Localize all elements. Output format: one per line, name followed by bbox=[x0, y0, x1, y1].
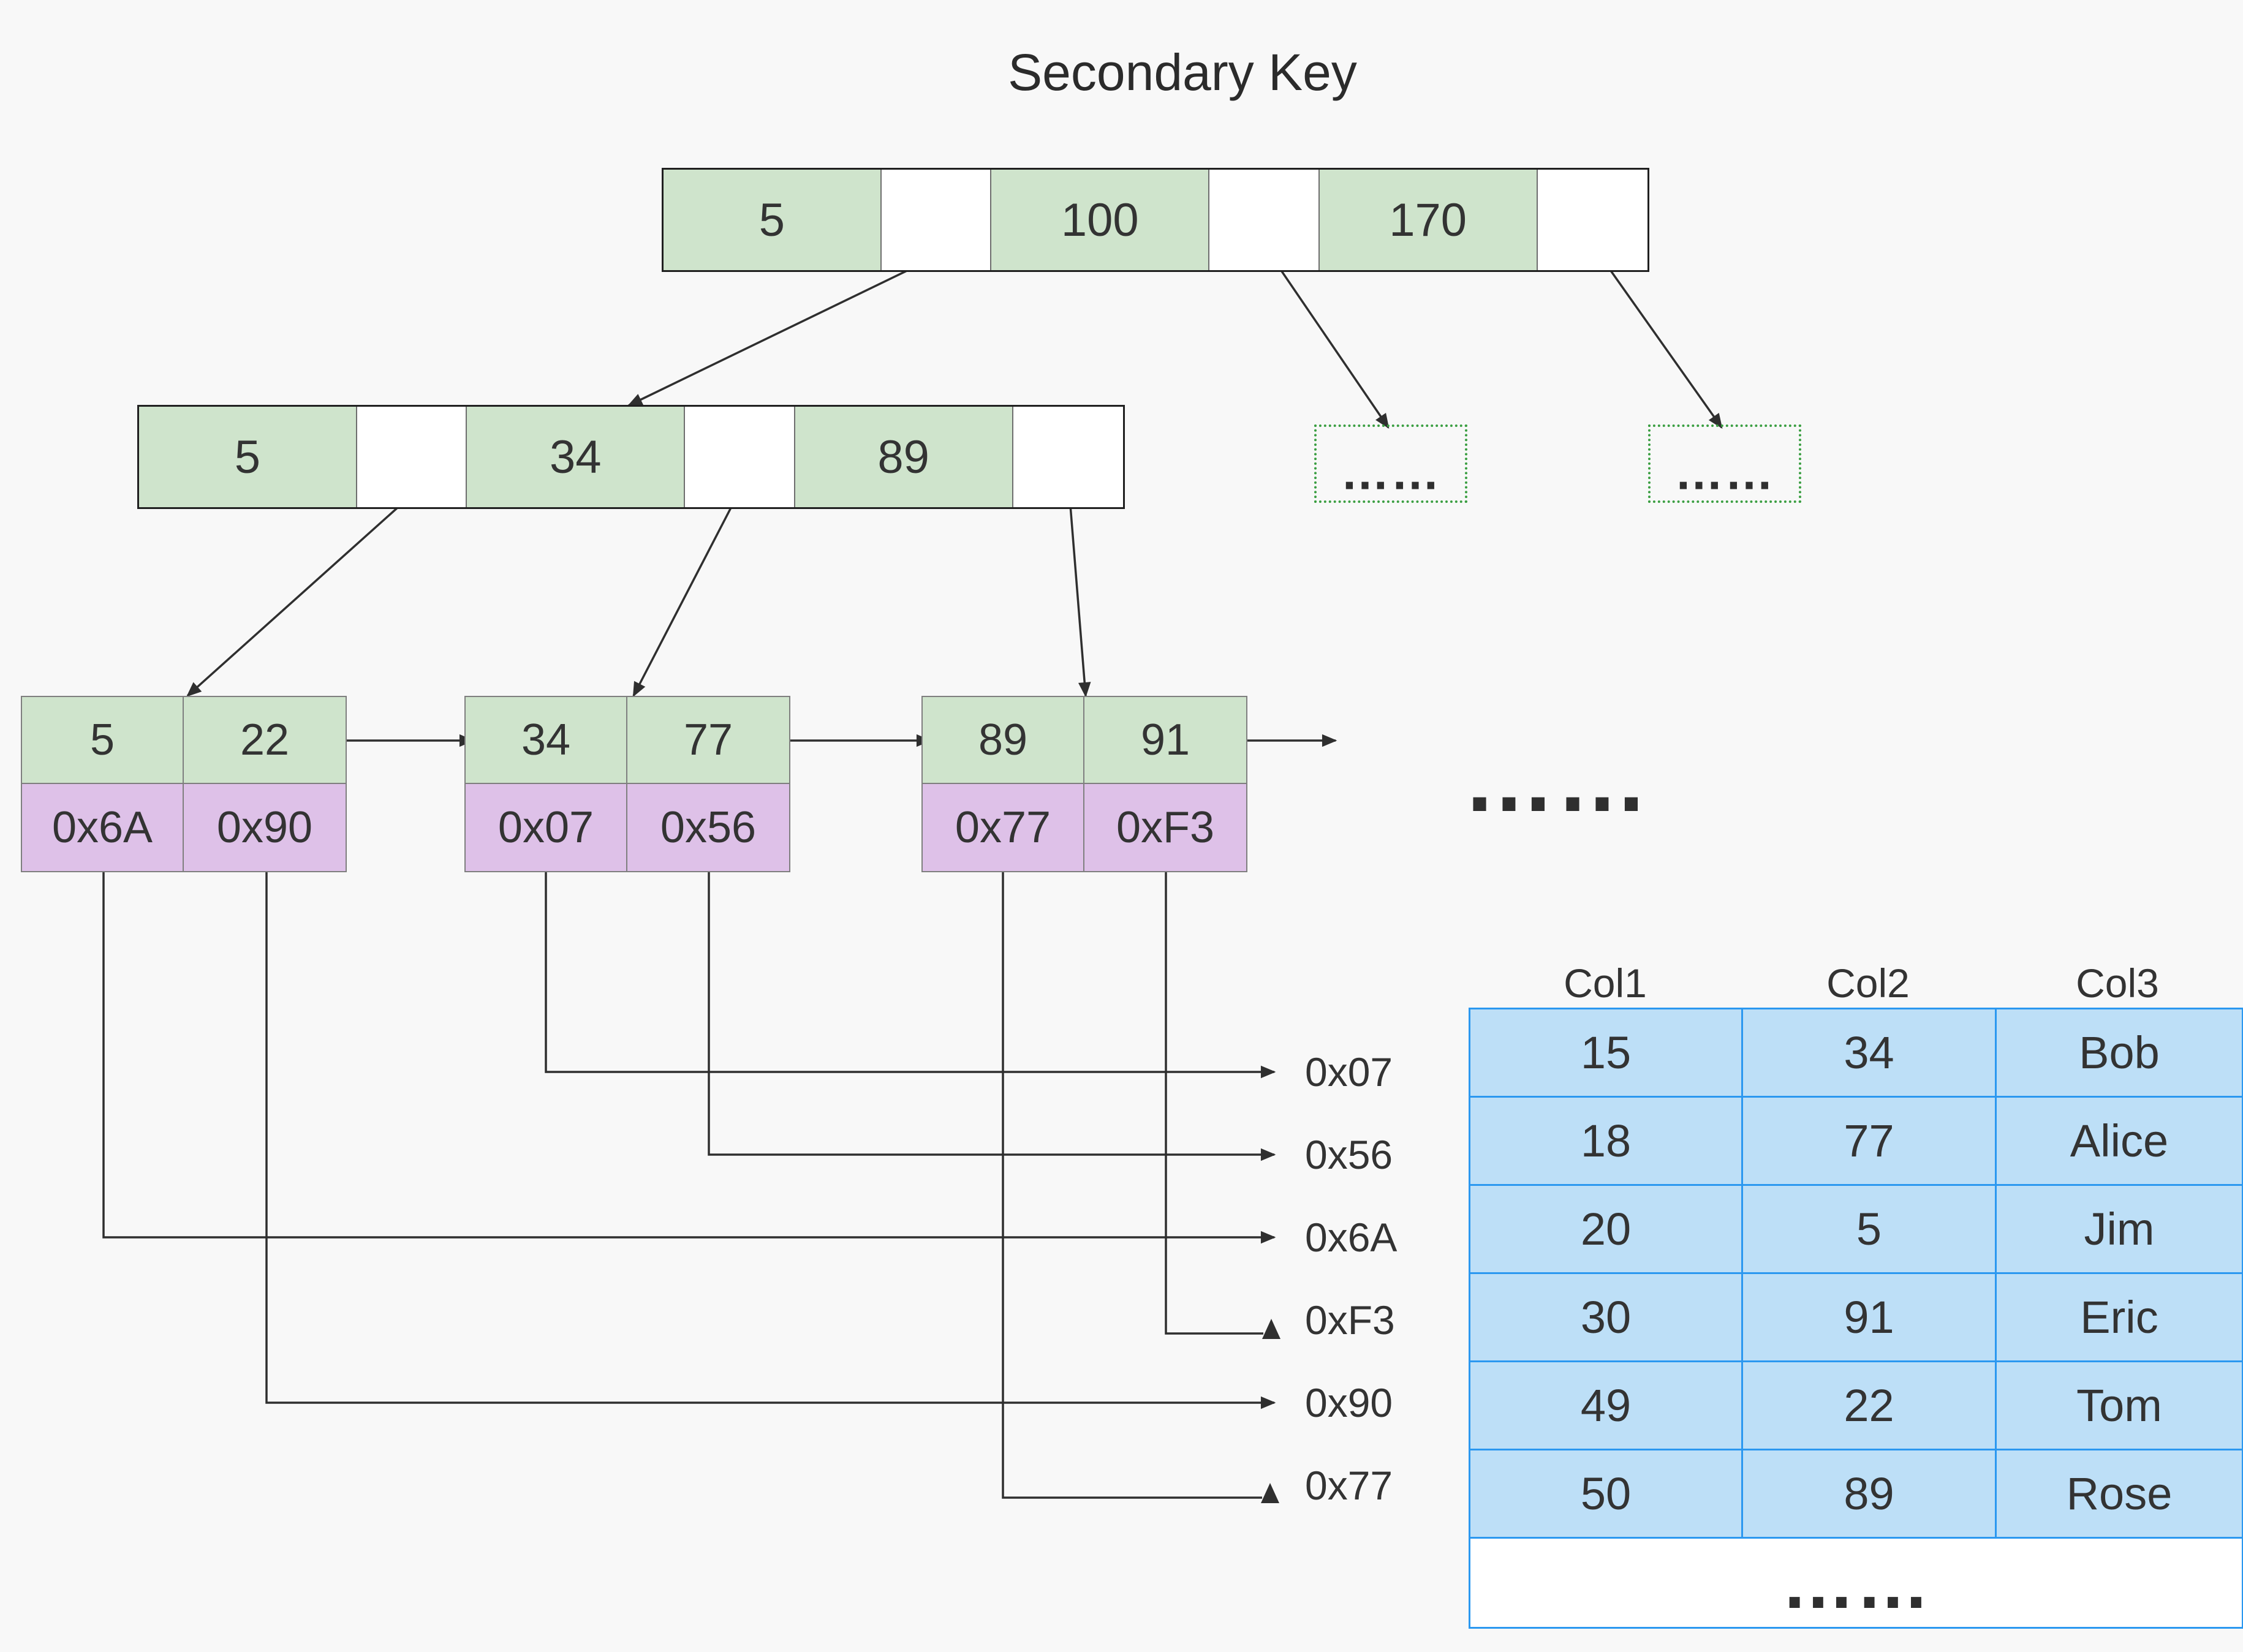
table-header-col3: Col3 bbox=[2076, 960, 2159, 1006]
ellipsis-text: …… bbox=[1674, 445, 1775, 500]
leaf3-key-1: 89 bbox=[923, 697, 1084, 784]
pointer-label-0x90: 0x90 bbox=[1305, 1380, 1393, 1425]
table-header-col2: Col2 bbox=[1826, 960, 1910, 1006]
table-ellipsis-row: …… bbox=[1470, 1539, 2242, 1627]
leaf1-pointer-2: 0x90 bbox=[184, 784, 346, 871]
leaf3-pointer-2: 0xF3 bbox=[1084, 784, 1246, 871]
table-cell: Eric bbox=[1997, 1274, 2242, 1362]
level2-key-1: 5 bbox=[139, 407, 357, 507]
leaf2-key-2: 77 bbox=[627, 697, 789, 784]
level2-key-3: 89 bbox=[795, 407, 1013, 507]
leaf1-key-2: 22 bbox=[184, 697, 346, 784]
table-cell: Tom bbox=[1997, 1362, 2242, 1450]
arrow-level2-to-leaf2 bbox=[632, 489, 741, 698]
elbow-0x07 bbox=[545, 856, 1276, 1079]
pointer-label-0xF3: 0xF3 bbox=[1305, 1297, 1395, 1343]
data-table: 15 34 Bob 18 77 Alice 20 5 Jim 30 91 Eri… bbox=[1469, 1008, 2243, 1629]
table-header-col1: Col1 bbox=[1564, 960, 1647, 1006]
level2-node: 5 34 89 bbox=[137, 405, 1125, 509]
root-key-2: 100 bbox=[991, 170, 1210, 270]
level2-key-2: 34 bbox=[467, 407, 686, 507]
leaf-node-1: 5 22 0x6A 0x90 bbox=[21, 696, 347, 872]
dotted-subtree-box-2: …… bbox=[1648, 424, 1801, 503]
level2-pointer-3 bbox=[1013, 407, 1123, 507]
arrow-root-to-level2 bbox=[627, 253, 942, 407]
level2-pointer-1 bbox=[357, 407, 467, 507]
root-key-1: 5 bbox=[664, 170, 882, 270]
pointer-label-0x56: 0x56 bbox=[1305, 1132, 1393, 1177]
table-cell: 5 bbox=[1743, 1186, 1997, 1274]
level2-pointer-2 bbox=[685, 407, 795, 507]
table-cell: 77 bbox=[1743, 1098, 1997, 1186]
ellipsis-text: …… bbox=[1341, 445, 1441, 500]
arrow-root-to-dotted-box-1 bbox=[1269, 254, 1390, 429]
elbow-0x56 bbox=[708, 856, 1276, 1161]
table-cell: 22 bbox=[1743, 1362, 1997, 1450]
leaf3-key-2: 91 bbox=[1084, 697, 1246, 784]
table-cell: 18 bbox=[1470, 1098, 1743, 1186]
table-cell: Bob bbox=[1997, 1009, 2242, 1098]
elbow-0x6A bbox=[102, 856, 1276, 1244]
leaf-chain-ellipsis: …… bbox=[1463, 728, 1649, 831]
table-cell: 49 bbox=[1470, 1362, 1743, 1450]
arrow-root-to-dotted-box-2 bbox=[1598, 253, 1723, 429]
elbow-0xF3 bbox=[1165, 856, 1263, 1335]
arrowhead-up-0xF3 bbox=[1262, 1319, 1280, 1339]
root-node: 5 100 170 bbox=[662, 168, 1649, 272]
leaf3-pointer-1: 0x77 bbox=[923, 784, 1084, 871]
table-cell: Rose bbox=[1997, 1450, 2242, 1539]
leaf2-key-1: 34 bbox=[466, 697, 627, 784]
pointer-label-0x77: 0x77 bbox=[1305, 1463, 1393, 1508]
table-cell: 91 bbox=[1743, 1274, 1997, 1362]
table-cell: Jim bbox=[1997, 1186, 2242, 1274]
table-cell: 89 bbox=[1743, 1450, 1997, 1539]
table-cell: 30 bbox=[1470, 1274, 1743, 1362]
table-cell: 20 bbox=[1470, 1186, 1743, 1274]
root-pointer-1 bbox=[881, 170, 992, 270]
table-cell: 15 bbox=[1470, 1009, 1743, 1098]
root-pointer-3 bbox=[1537, 170, 1647, 270]
table-cell: 34 bbox=[1743, 1009, 1997, 1098]
table-cell: Alice bbox=[1997, 1098, 2242, 1186]
arrow-level2-to-leaf3 bbox=[1068, 489, 1091, 698]
root-pointer-2 bbox=[1209, 170, 1320, 270]
pointer-label-0x07: 0x07 bbox=[1305, 1049, 1393, 1095]
root-key-3: 170 bbox=[1319, 170, 1538, 270]
diagram-title: Secondary Key bbox=[1008, 43, 1357, 101]
leaf1-key-1: 5 bbox=[22, 697, 184, 784]
leaf2-pointer-2: 0x56 bbox=[627, 784, 789, 871]
leaf-node-3: 89 91 0x77 0xF3 bbox=[921, 696, 1247, 872]
elbow-0x90 bbox=[265, 856, 1276, 1409]
elbow-0x77 bbox=[1002, 856, 1262, 1499]
leaf1-pointer-1: 0x6A bbox=[22, 784, 184, 871]
table-cell: 50 bbox=[1470, 1450, 1743, 1539]
pointer-label-0x6A: 0x6A bbox=[1305, 1215, 1398, 1260]
dotted-subtree-box-1: …… bbox=[1314, 424, 1467, 503]
leaf2-pointer-1: 0x07 bbox=[466, 784, 627, 871]
arrowhead-up-0x77 bbox=[1261, 1483, 1279, 1503]
leaf-node-2: 34 77 0x07 0x56 bbox=[464, 696, 790, 872]
arrow-level2-to-leaf1 bbox=[186, 489, 418, 697]
